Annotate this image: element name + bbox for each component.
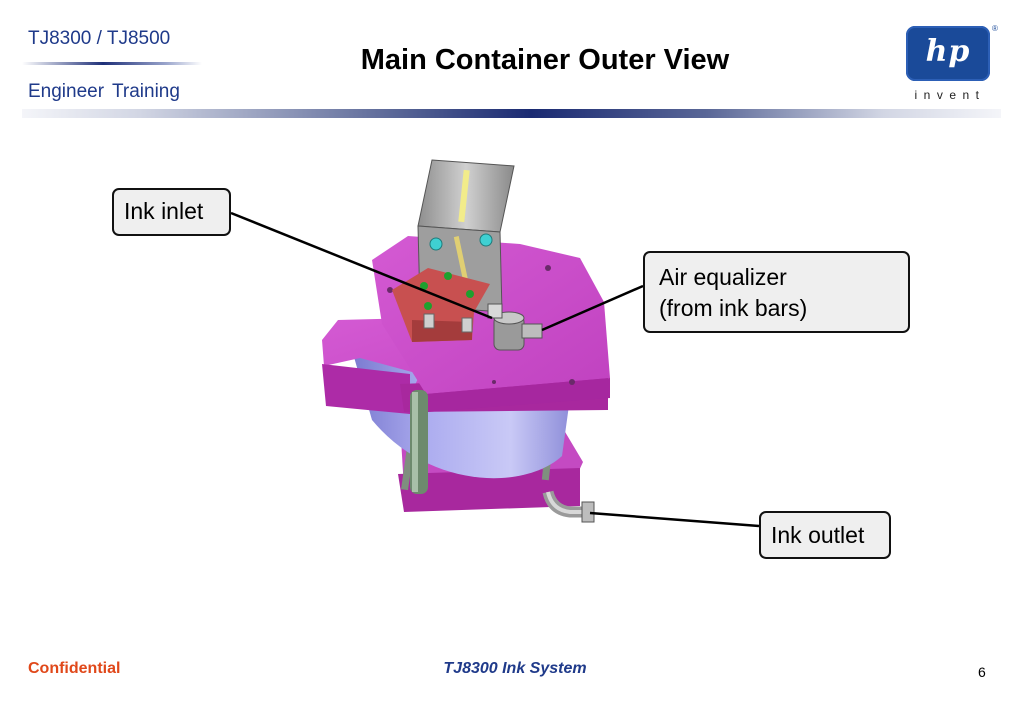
registered-mark: ® [992,24,998,33]
callout-air-equalizer-line2: (from ink bars) [659,295,808,321]
slide-title: Main Container Outer View [360,44,730,76]
air-equalizer-fitting [487,303,543,351]
hp-logo-tagline: invent [914,88,986,102]
callout-air-equalizer-line1: Air equalizer [659,264,787,290]
header-subtitle: Engineer Training [28,81,180,102]
footer-page-number: 6 [978,664,986,680]
header-product: TJ8300 / TJ8500 [28,28,171,49]
leader-lines [230,211,760,528]
callout-ink-outlet-label: Ink outlet [771,522,865,548]
callout-ink-inlet: Ink inlet [112,188,231,236]
callout-ink-inlet-label: Ink inlet [124,198,204,224]
hp-logo-mark: hp [925,34,971,69]
footer-course-title: TJ8300 Ink System [443,660,587,677]
header-rule-long [22,109,1001,118]
header-rule-short [22,62,202,65]
hp-logo: hp [906,26,990,81]
footer-confidential: Confidential [28,660,121,677]
callout-ink-outlet: Ink outlet [759,511,891,559]
guide-sleeve [410,390,428,494]
callout-air-equalizer: Air equalizer (from ink bars) [643,251,910,333]
ink-outlet-fitting [542,490,595,523]
